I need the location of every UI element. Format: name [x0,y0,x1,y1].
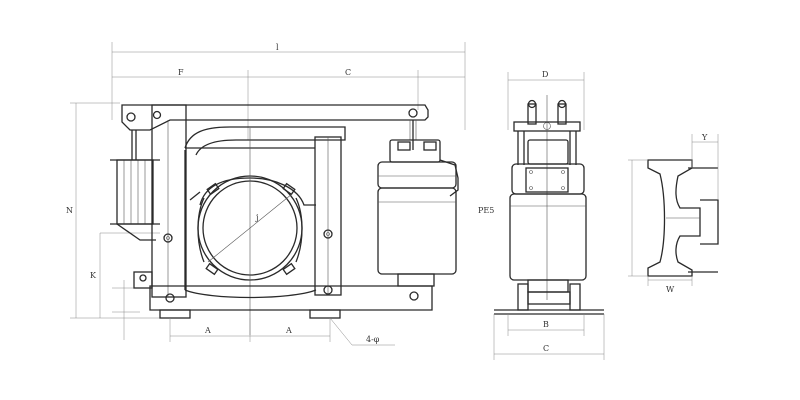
top-lever-arm [121,104,429,140]
front-bottom-dimensions [169,317,395,346]
shoe-view: Y W [628,133,719,294]
dim-label-a-right: A [285,326,292,335]
dim-label-overall-length: l [276,43,279,52]
thruster-front [377,120,459,287]
shoe-body [647,159,719,277]
dim-label-n: N [66,206,73,215]
dim-label-k: K [90,271,97,280]
side-view: D PE5 [478,70,605,360]
dim-label-b: B [543,320,549,329]
base-plate [133,271,433,319]
brake-drum [189,128,316,335]
side-base [494,283,604,315]
left-vertical-arm [151,104,187,298]
front-left-dimensions [70,102,170,340]
dim-label-c-side: C [543,344,549,353]
dim-label-drum-diameter: j [255,213,258,222]
dim-label-d: D [542,70,548,79]
side-top-dimension [507,72,585,130]
dim-label-mounting-holes: 4-φ [366,335,380,344]
front-top-dimensions [111,42,466,140]
dim-label-a-left: A [204,326,211,335]
dim-label-y: Y [701,133,708,142]
shoe-dimensions [628,134,719,286]
side-yoke [513,95,581,300]
dim-label-w: W [666,285,675,294]
side-bottom-dimensions [493,314,605,360]
thruster-side [509,139,587,293]
right-vertical-arm [314,136,342,296]
thruster-label: PE5 [478,206,494,215]
front-view: l F C N K [66,42,466,346]
dim-label-f: F [178,68,184,77]
dim-label-c-front: C [345,68,351,77]
